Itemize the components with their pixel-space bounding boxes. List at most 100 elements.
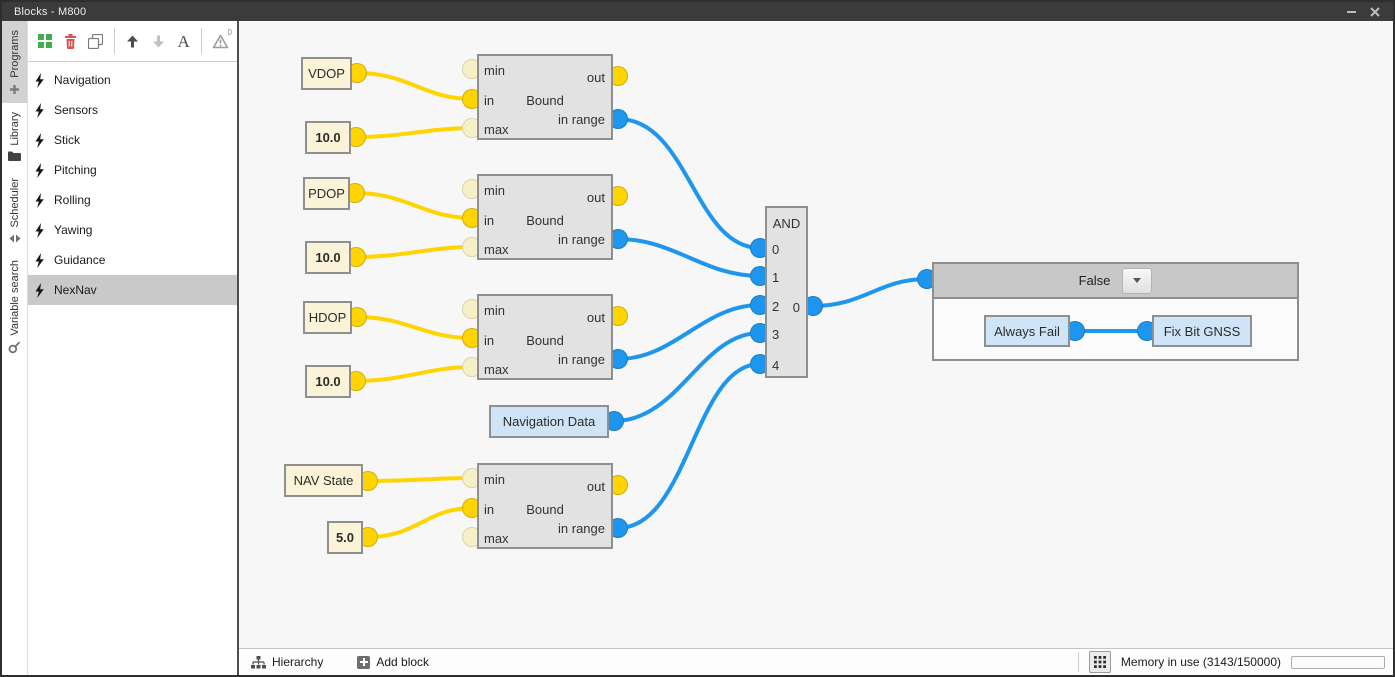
minimize-icon <box>1346 10 1356 13</box>
false-group-header: False <box>934 264 1297 299</box>
program-item-label: Sensors <box>54 103 99 117</box>
tab-library[interactable]: Library <box>2 103 27 170</box>
statusbar-separator <box>1077 652 1079 672</box>
bound3-max-label: max <box>484 362 509 377</box>
program-item-pitching[interactable]: Pitching <box>28 155 237 185</box>
fix-bit-gnss-label: Fix Bit GNSS <box>1163 323 1241 339</box>
bolt-icon <box>35 282 44 298</box>
wire-bound3-to-and2[interactable] <box>616 303 762 361</box>
bound2-inrange-label: in range <box>558 232 605 247</box>
wire-10-to-bound3-max[interactable] <box>354 365 474 383</box>
search-icon <box>8 342 21 354</box>
bound1-in-label: in <box>484 93 495 108</box>
always-fail-block[interactable]: Always Fail <box>984 315 1070 347</box>
panel-divider[interactable] <box>237 21 239 675</box>
and-input0-label: 0 <box>772 242 780 257</box>
wire-bound4-to-and4[interactable] <box>616 362 762 530</box>
wire-bound1-to-and0[interactable] <box>616 117 762 250</box>
bound1-out-label: out <box>586 70 605 85</box>
bolt-icon <box>35 222 44 238</box>
bound4-out-label: out <box>586 479 605 494</box>
tab-variable-search[interactable]: Variable search <box>2 251 27 363</box>
program-item-guidance[interactable]: Guidance <box>28 245 237 275</box>
constant-hdop-max-label: 10.0 <box>315 374 341 389</box>
move-down-button[interactable] <box>146 27 170 55</box>
add-block-plus-icon <box>357 655 371 669</box>
false-option-dropdown[interactable] <box>1122 267 1153 294</box>
wire-and-to-false-group[interactable] <box>811 277 929 308</box>
constant-hdop-max[interactable]: 10.0 <box>305 365 351 398</box>
plus-icon <box>10 84 19 94</box>
arrow-down-icon <box>152 35 164 47</box>
program-item-sensors[interactable]: Sensors <box>28 95 237 125</box>
hierarchy-label: Hierarchy <box>272 655 324 669</box>
source-navigation-data[interactable]: Navigation Data <box>489 405 609 438</box>
fix-bit-gnss-block[interactable]: Fix Bit GNSS <box>1152 315 1252 347</box>
constant-vdop-max[interactable]: 10.0 <box>305 121 351 154</box>
close-button[interactable] <box>1367 4 1383 19</box>
constant-nav-min[interactable]: 5.0 <box>327 521 363 554</box>
false-group[interactable]: False Always Fail Fix Bit GNSS <box>932 262 1299 361</box>
program-item-label: Stick <box>54 133 81 147</box>
bound-block-1[interactable]: min in Bound max out in range <box>477 54 613 140</box>
memory-grid-button[interactable] <box>1088 651 1111 673</box>
bolt-icon <box>35 102 44 118</box>
arrow-up-icon <box>126 35 138 47</box>
always-fail-label: Always Fail <box>994 323 1060 339</box>
source-hdop[interactable]: HDOP <box>303 301 352 334</box>
bolt-icon <box>35 162 44 178</box>
source-pdop[interactable]: PDOP <box>303 177 350 210</box>
statusbar-right: Memory in use (3143/150000) <box>1077 651 1385 673</box>
and-block[interactable]: AND 0 1 2 3 4 0 <box>765 206 808 378</box>
bound3-min-label: min <box>484 303 505 318</box>
grid-button[interactable] <box>33 27 57 55</box>
program-item-label: Rolling <box>54 193 91 207</box>
wire-bound2-to-and1[interactable] <box>616 237 762 278</box>
main-area: Programs Library Scheduler Variable sear… <box>2 21 1393 675</box>
source-nav-state[interactable]: NAV State <box>284 464 363 497</box>
bound-block-3[interactable]: min in Bound max out in range <box>477 294 613 380</box>
bound1-min-label: min <box>484 63 505 78</box>
wire-pdop-to-bound2-in[interactable] <box>353 191 474 220</box>
move-up-button[interactable] <box>121 27 145 55</box>
close-icon <box>1370 6 1380 17</box>
bound4-title: Bound <box>526 502 564 517</box>
bound1-max-label: max <box>484 122 509 137</box>
bound1-title: Bound <box>526 93 564 108</box>
side-tabstrip: Programs Library Scheduler Variable sear… <box>2 21 28 675</box>
bound-block-2[interactable]: min in Bound max out in range <box>477 174 613 260</box>
program-item-yawing[interactable]: Yawing <box>28 215 237 245</box>
delete-button[interactable] <box>59 27 83 55</box>
source-hdop-label: HDOP <box>308 310 347 325</box>
font-button[interactable]: A <box>172 27 196 55</box>
copy-button[interactable] <box>84 27 108 55</box>
bound4-inrange-label: in range <box>558 521 605 536</box>
wire-5-to-bound4-in[interactable] <box>366 506 474 539</box>
bound-block-4[interactable]: min in Bound max out in range <box>477 463 613 549</box>
wire-10-to-bound2-max[interactable] <box>354 245 474 259</box>
program-item-rolling[interactable]: Rolling <box>28 185 237 215</box>
program-item-stick[interactable]: Stick <box>28 125 237 155</box>
minimize-button[interactable] <box>1343 4 1359 19</box>
wire-10-to-bound1-max[interactable] <box>354 126 474 139</box>
left-panel: A 0 Navigation Sensors <box>28 21 237 675</box>
program-item-nexnav[interactable]: NexNav <box>28 275 237 305</box>
wire-hdop-to-bound3-in[interactable] <box>355 315 474 340</box>
bolt-icon <box>35 132 44 148</box>
block-canvas[interactable]: VDOP 10.0 PDOP 10.0 HDOP 10.0 NAV State … <box>239 21 1393 648</box>
source-navigation-data-label: Navigation Data <box>502 414 596 429</box>
wire-navstate-to-bound4-min[interactable] <box>366 476 474 483</box>
bound3-title: Bound <box>526 333 564 348</box>
add-block-button[interactable]: Add block <box>353 653 433 671</box>
wire-navdata-to-and3[interactable] <box>612 331 762 423</box>
program-item-navigation[interactable]: Navigation <box>28 65 237 95</box>
and-input2-label: 2 <box>772 299 780 314</box>
tab-scheduler[interactable]: Scheduler <box>2 169 27 251</box>
tab-programs[interactable]: Programs <box>2 21 27 103</box>
wire-vdop-to-bound1-in[interactable] <box>355 71 474 101</box>
source-vdop[interactable]: VDOP <box>301 57 352 90</box>
warnings-button[interactable]: 0 <box>208 27 232 55</box>
hierarchy-button[interactable]: Hierarchy <box>247 653 327 671</box>
constant-pdop-max[interactable]: 10.0 <box>305 241 351 274</box>
wire-alwaysfail-to-fixbit[interactable] <box>1075 329 1147 333</box>
